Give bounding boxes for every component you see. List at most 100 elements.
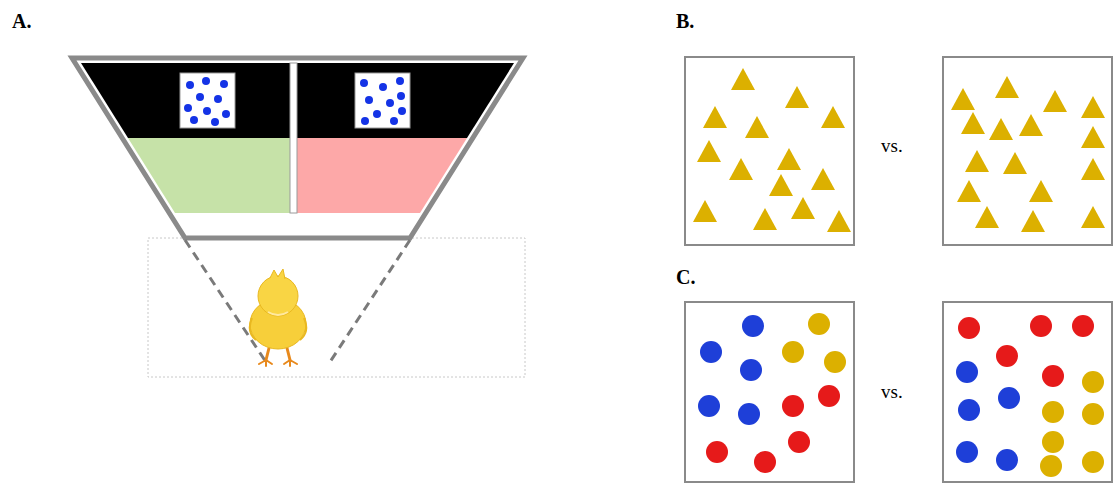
card — [355, 73, 410, 128]
triangle — [769, 174, 793, 196]
triangle — [965, 150, 989, 172]
card — [685, 57, 854, 245]
panel-letter: C. — [676, 266, 695, 288]
dot — [808, 313, 830, 335]
triangles — [693, 68, 851, 232]
dot — [956, 441, 978, 463]
dot — [782, 395, 804, 417]
dot — [397, 92, 405, 100]
dot — [196, 93, 204, 101]
triangle — [821, 106, 845, 128]
panel-letter: A. — [12, 10, 31, 32]
comparison-text: vs. — [881, 136, 903, 157]
triangle — [1081, 96, 1105, 118]
dot — [1042, 401, 1064, 423]
chick — [250, 269, 307, 366]
triangle — [995, 76, 1019, 98]
triangle — [777, 148, 801, 170]
dot — [740, 359, 762, 381]
card — [943, 57, 1112, 245]
triangle — [745, 116, 769, 138]
dot — [379, 83, 387, 91]
dot — [700, 341, 722, 363]
triangle — [1043, 90, 1067, 112]
red-zone — [297, 138, 467, 213]
divider — [290, 63, 297, 213]
dot — [222, 110, 230, 118]
dot — [1042, 365, 1064, 387]
triangle — [827, 210, 851, 232]
dashed-line — [185, 240, 268, 365]
triangle — [785, 86, 809, 108]
panel-letter: B. — [676, 10, 694, 32]
comparison-text: vs. — [881, 382, 903, 403]
triangle — [731, 68, 755, 90]
dot — [220, 80, 228, 88]
chick-wing — [250, 318, 256, 340]
dot — [998, 387, 1020, 409]
dot — [386, 99, 394, 107]
triangle — [989, 118, 1013, 140]
dot — [1082, 403, 1104, 425]
dot — [361, 117, 369, 125]
dot — [398, 107, 406, 115]
yellow-dots — [1040, 371, 1104, 477]
triangle — [703, 106, 727, 128]
dot — [365, 96, 373, 104]
chick-feet — [259, 360, 297, 366]
dot — [1082, 371, 1104, 393]
dot — [214, 95, 222, 103]
triangle — [1029, 180, 1053, 202]
triangle — [961, 112, 985, 134]
dots — [360, 77, 406, 125]
dot — [754, 451, 776, 473]
stimulus-card — [180, 73, 235, 128]
triangle — [975, 206, 999, 228]
dot — [1082, 451, 1104, 473]
dot — [190, 116, 198, 124]
stimulus-card — [355, 73, 410, 128]
chick-wing — [300, 318, 306, 340]
dots — [184, 77, 230, 126]
triangle — [1081, 206, 1105, 228]
dot — [1072, 315, 1094, 337]
triangle — [1081, 126, 1105, 148]
triangle — [729, 158, 753, 180]
dot — [203, 107, 211, 115]
dot — [373, 110, 381, 118]
dot — [956, 361, 978, 383]
dot — [824, 351, 846, 373]
triangle — [951, 88, 975, 110]
triangle — [811, 168, 835, 190]
dot — [958, 317, 980, 339]
chick-highlight — [268, 312, 288, 315]
triangle — [1003, 152, 1027, 174]
dot — [698, 395, 720, 417]
triangle — [693, 200, 717, 222]
dot — [996, 345, 1018, 367]
dot — [186, 81, 194, 89]
dot — [390, 117, 398, 125]
apparatus — [72, 58, 525, 377]
dot — [360, 79, 368, 87]
stimulus-card — [685, 57, 854, 245]
arena-frame — [72, 58, 523, 238]
dot — [706, 441, 728, 463]
chick-head — [258, 276, 298, 316]
card — [685, 302, 854, 482]
dot — [738, 403, 760, 425]
dot — [202, 77, 210, 85]
blue-dots — [698, 315, 764, 425]
yellow-dots — [782, 313, 846, 373]
dot — [782, 341, 804, 363]
red-dots — [958, 315, 1094, 387]
dashed-line — [328, 240, 410, 365]
red-dots — [706, 385, 840, 473]
stimulus-card — [943, 57, 1112, 245]
blue-dots — [956, 361, 1020, 471]
dot — [742, 315, 764, 337]
triangle — [697, 140, 721, 162]
triangle — [1021, 210, 1045, 232]
